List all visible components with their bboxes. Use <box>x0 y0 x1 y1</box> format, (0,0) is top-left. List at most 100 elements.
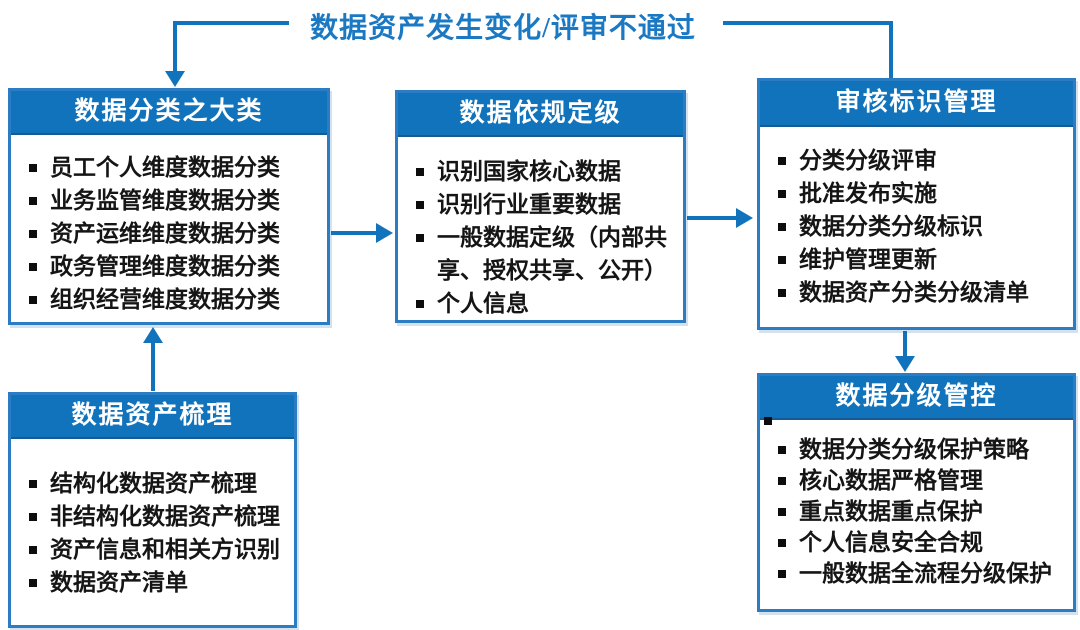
list-item: 结构化数据资产梳理 <box>23 467 286 500</box>
list-item-text: 批准发布实施 <box>799 181 937 206</box>
list-item: 批准发布实施 <box>772 177 1065 210</box>
box-asset-inventory-title: 数据资产梳理 <box>11 395 294 439</box>
list-item-text: 数据资产分类分级清单 <box>799 280 1029 305</box>
stray-square-bullet-icon <box>764 417 772 425</box>
feedback-line-right-vertical <box>889 21 893 78</box>
box-data-grading-list: 识别国家核心数据 识别行业重要数据 一般数据定级（内部共享、授权共享、公开） 个… <box>410 155 675 320</box>
arrow-review-to-control-line <box>903 331 907 358</box>
list-item: 分类分级评审 <box>772 144 1065 177</box>
square-bullet-icon <box>778 570 786 578</box>
list-item-text: 结构化数据资产梳理 <box>50 471 257 496</box>
square-bullet-icon <box>778 508 786 516</box>
square-bullet-icon <box>29 513 37 521</box>
list-item-text: 识别国家核心数据 <box>437 159 621 184</box>
square-bullet-icon <box>29 230 37 238</box>
list-item: 业务监管维度数据分类 <box>23 184 319 217</box>
list-item-text: 非结构化数据资产梳理 <box>50 504 280 529</box>
square-bullet-icon <box>778 223 786 231</box>
list-item: 个人信息 <box>410 287 675 320</box>
box-data-classification: 数据分类之大类 员工个人维度数据分类 业务监管维度数据分类 资产运维维度数据分类… <box>8 88 330 325</box>
square-bullet-icon <box>778 446 786 454</box>
box-grading-control-title: 数据分级管控 <box>760 376 1073 420</box>
square-bullet-icon <box>416 201 424 209</box>
box-asset-inventory-body: 结构化数据资产梳理 非结构化数据资产梳理 资产信息和相关方识别 数据资产清单 <box>11 439 294 599</box>
box-review-labeling-body: 分类分级评审 批准发布实施 数据分类分级标识 维护管理更新 数据资产分类分级清单 <box>760 127 1073 309</box>
list-item: 识别行业重要数据 <box>410 188 675 221</box>
box-data-grading: 数据依规定级 识别国家核心数据 识别行业重要数据 一般数据定级（内部共享、授权共… <box>395 90 686 323</box>
list-item-text: 核心数据严格管理 <box>799 468 983 493</box>
list-item-text: 资产运维维度数据分类 <box>50 221 280 246</box>
list-item: 核心数据严格管理 <box>772 465 1065 496</box>
list-item-text: 资产信息和相关方识别 <box>50 537 280 562</box>
list-item-text: 重点数据重点保护 <box>799 499 983 524</box>
list-item: 数据资产清单 <box>23 566 286 599</box>
square-bullet-icon <box>778 477 786 485</box>
square-bullet-icon <box>29 579 37 587</box>
list-item: 资产信息和相关方识别 <box>23 533 286 566</box>
box-data-classification-title: 数据分类之大类 <box>11 91 327 135</box>
square-bullet-icon <box>29 546 37 554</box>
square-bullet-icon <box>29 197 37 205</box>
list-item-text: 组织经营维度数据分类 <box>50 287 280 312</box>
square-bullet-icon <box>416 168 424 176</box>
square-bullet-icon <box>29 263 37 271</box>
list-item-text: 员工个人维度数据分类 <box>50 155 280 180</box>
arrow-inventory-to-classification-line <box>151 342 155 391</box>
list-item: 政务管理维度数据分类 <box>23 250 319 283</box>
feedback-line-left-vertical <box>173 21 177 73</box>
square-bullet-icon <box>778 289 786 297</box>
list-item-text: 数据分类分级标识 <box>799 214 983 239</box>
list-item-text: 个人信息 <box>437 291 529 316</box>
arrowhead-right-into-grading-icon <box>376 223 393 243</box>
arrowhead-down-into-classification-icon <box>165 71 185 87</box>
square-bullet-icon <box>416 300 424 308</box>
list-item: 资产运维维度数据分类 <box>23 217 319 250</box>
list-item: 重点数据重点保护 <box>772 496 1065 527</box>
arrowhead-up-into-classification-icon <box>143 327 163 343</box>
arrow-classification-to-grading-line <box>331 231 378 235</box>
box-review-labeling: 审核标识管理 分类分级评审 批准发布实施 数据分类分级标识 维护管理更新 数据资… <box>757 78 1076 330</box>
list-item: 一般数据全流程分级保护 <box>772 558 1065 589</box>
box-data-classification-list: 员工个人维度数据分类 业务监管维度数据分类 资产运维维度数据分类 政务管理维度数… <box>23 151 319 316</box>
square-bullet-icon <box>29 164 37 172</box>
feedback-line-left-horizontal <box>173 21 289 25</box>
square-bullet-icon <box>29 480 37 488</box>
box-grading-control-list: 数据分类分级保护策略 核心数据严格管理 重点数据重点保护 个人信息安全合规 一般… <box>772 434 1065 589</box>
list-item-text: 识别行业重要数据 <box>437 192 621 217</box>
list-item-text: 数据分类分级保护策略 <box>799 437 1029 462</box>
box-data-classification-body: 员工个人维度数据分类 业务监管维度数据分类 资产运维维度数据分类 政务管理维度数… <box>11 135 327 316</box>
square-bullet-icon <box>778 190 786 198</box>
list-item-text: 业务监管维度数据分类 <box>50 188 280 213</box>
list-item-text: 政务管理维度数据分类 <box>50 254 280 279</box>
box-data-grading-title: 数据依规定级 <box>398 93 683 137</box>
list-item: 维护管理更新 <box>772 243 1065 276</box>
box-review-labeling-title: 审核标识管理 <box>760 81 1073 127</box>
list-item: 非结构化数据资产梳理 <box>23 500 286 533</box>
list-item: 数据分类分级标识 <box>772 210 1065 243</box>
list-item-text: 维护管理更新 <box>799 247 937 272</box>
square-bullet-icon <box>29 296 37 304</box>
arrowhead-right-into-review-icon <box>736 208 753 228</box>
list-item-text: 数据资产清单 <box>50 570 188 595</box>
list-item: 数据分类分级保护策略 <box>772 434 1065 465</box>
list-item-text: 一般数据定级（内部共享、授权共享、公开） <box>437 225 667 283</box>
box-data-grading-body: 识别国家核心数据 识别行业重要数据 一般数据定级（内部共享、授权共享、公开） 个… <box>398 137 683 320</box>
arrow-grading-to-review-line <box>687 216 738 220</box>
arrowhead-down-into-control-icon <box>895 356 915 372</box>
list-item: 个人信息安全合规 <box>772 527 1065 558</box>
list-item: 员工个人维度数据分类 <box>23 151 319 184</box>
list-item-text: 一般数据全流程分级保护 <box>799 561 1052 586</box>
square-bullet-icon <box>416 234 424 242</box>
list-item-text: 分类分级评审 <box>799 148 937 173</box>
box-review-labeling-list: 分类分级评审 批准发布实施 数据分类分级标识 维护管理更新 数据资产分类分级清单 <box>772 144 1065 309</box>
square-bullet-icon <box>778 157 786 165</box>
list-item-text: 个人信息安全合规 <box>799 530 983 555</box>
box-asset-inventory: 数据资产梳理 结构化数据资产梳理 非结构化数据资产梳理 资产信息和相关方识别 数… <box>8 392 297 628</box>
list-item: 组织经营维度数据分类 <box>23 283 319 316</box>
list-item: 识别国家核心数据 <box>410 155 675 188</box>
square-bullet-icon <box>778 539 786 547</box>
list-item: 一般数据定级（内部共享、授权共享、公开） <box>410 221 675 287</box>
list-item: 数据资产分类分级清单 <box>772 276 1065 309</box>
square-bullet-icon <box>778 256 786 264</box>
